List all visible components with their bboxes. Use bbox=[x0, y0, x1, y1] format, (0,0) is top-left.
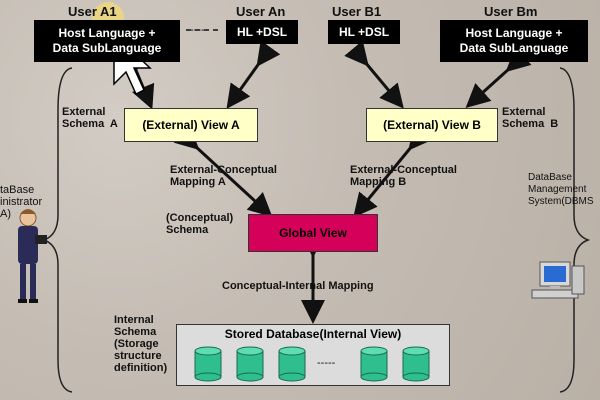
external-schema-a-label: External Schema A bbox=[62, 106, 118, 130]
arrow-viewA-global bbox=[173, 124, 273, 218]
database-cylinder-icon bbox=[236, 346, 264, 382]
host-language-box-b: Host Language + Data SubLanguage bbox=[440, 20, 588, 62]
administrator-person-icon bbox=[18, 209, 47, 303]
computer-terminal-icon bbox=[531, 261, 585, 299]
hl-dsl-box-b1: HL +DSL bbox=[328, 20, 400, 44]
conceptual-schema-label: (Conceptual) Schema bbox=[166, 212, 234, 236]
hl-dsl-box-an: HL +DSL bbox=[226, 20, 298, 44]
dba-label: taBase inistrator A) bbox=[0, 184, 43, 220]
user-b1-label: User B1 bbox=[332, 4, 382, 19]
dashes-top: ----- bbox=[190, 24, 209, 36]
arrow-viewB-global bbox=[353, 124, 433, 218]
conceptual-internal-mapping-label: Conceptual-Internal Mapping bbox=[222, 280, 374, 292]
arrow-b1-viewB bbox=[344, 40, 404, 109]
external-view-a: (External) View A bbox=[124, 108, 258, 142]
internal-schema-label: Internal Schema (Storage structure defin… bbox=[114, 314, 168, 374]
host-language-box-a: Host Language + Data SubLanguage bbox=[34, 20, 180, 62]
user-a1-label: User A1 bbox=[68, 4, 117, 19]
database-cylinders bbox=[194, 346, 430, 382]
ext-conc-mapping-a-label: External-Conceptual Mapping A bbox=[170, 164, 277, 188]
ext-conc-mapping-b-label: External-Conceptual Mapping B bbox=[350, 164, 457, 188]
global-view-box: Global View bbox=[248, 214, 378, 252]
database-cylinder-icon bbox=[278, 346, 306, 382]
stored-database-box: Stored Database(Internal View) ----- bbox=[176, 324, 450, 386]
user-bm-label: User Bm bbox=[484, 4, 538, 19]
arrow-bm-viewB bbox=[465, 47, 532, 109]
external-schema-b-label: External Schema B bbox=[502, 106, 559, 130]
stored-database-title: Stored Database(Internal View) bbox=[224, 327, 402, 341]
dbms-label: DataBase Management System(DBMS bbox=[528, 172, 594, 207]
database-cylinder-icon bbox=[194, 346, 222, 382]
external-view-b: (External) View B bbox=[366, 108, 498, 142]
dashes-db: ----- bbox=[317, 357, 336, 369]
arrow-an-viewA bbox=[226, 40, 281, 109]
right-brace bbox=[559, 67, 591, 393]
user-an-label: User An bbox=[236, 4, 286, 19]
database-cylinder-icon bbox=[360, 346, 388, 382]
database-cylinder-icon bbox=[402, 346, 430, 382]
